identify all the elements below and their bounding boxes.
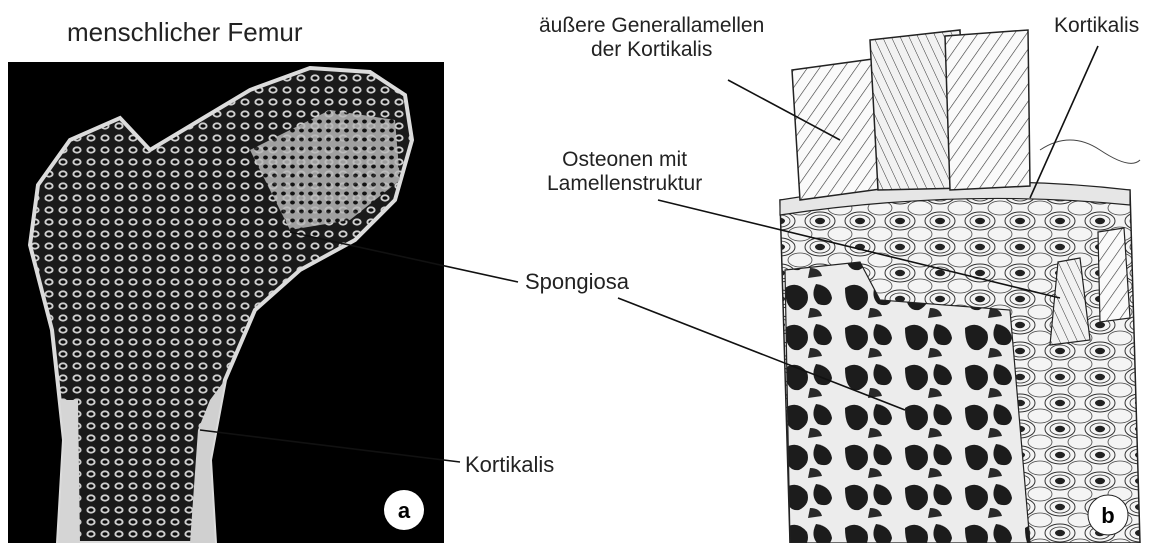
label-osteons: Osteonen mit Lamellenstruktur bbox=[547, 148, 702, 196]
label-external-lamellae-line1: äußere Generallamellen bbox=[539, 14, 764, 38]
osteon-cylinder-2 bbox=[1098, 228, 1130, 322]
label-osteons-line2: Lamellenstruktur bbox=[547, 172, 702, 196]
label-external-lamellae-line2: der Kortikalis bbox=[539, 38, 764, 62]
label-kortikalis-drawing: Kortikalis bbox=[1054, 14, 1139, 38]
label-external-lamellae: äußere Generallamellen der Kortikalis bbox=[539, 14, 764, 62]
panel-a-letter: a bbox=[398, 498, 411, 523]
label-osteons-line1: Osteonen mit bbox=[547, 148, 702, 172]
femur-photo-panel: a bbox=[8, 62, 444, 543]
figure-title: menschlicher Femur bbox=[67, 18, 303, 48]
label-kortikalis-photo: Kortikalis bbox=[465, 452, 554, 477]
label-spongiosa: Spongiosa bbox=[525, 269, 629, 294]
bone-structure-drawing-panel: b bbox=[780, 30, 1140, 543]
leader-kortikalis-drawing bbox=[1030, 46, 1098, 198]
lamella-plate-3 bbox=[945, 30, 1030, 190]
panel-b-letter: b bbox=[1101, 503, 1114, 528]
